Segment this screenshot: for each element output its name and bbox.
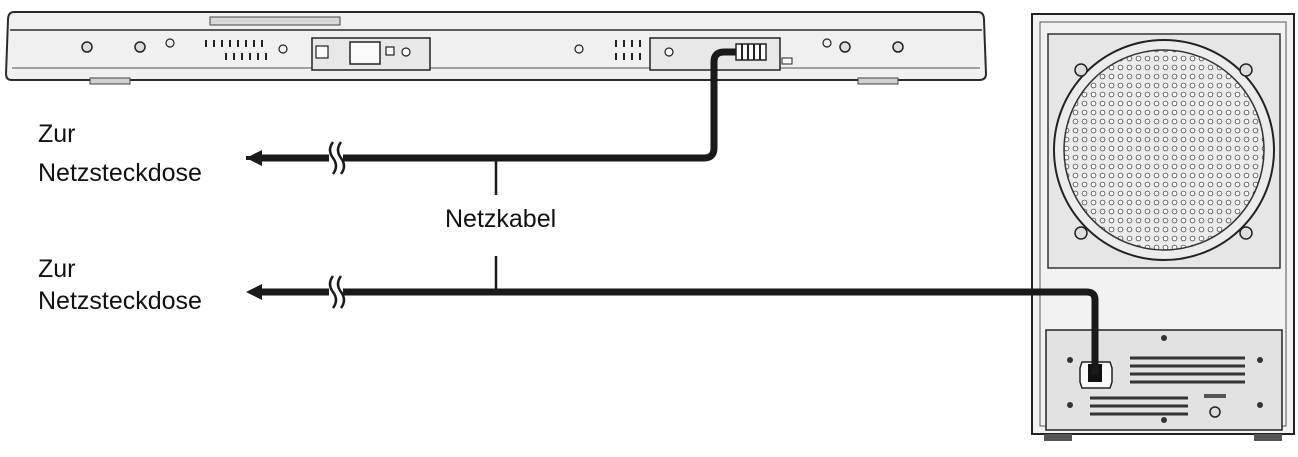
vent-slots xyxy=(205,40,641,60)
outlet-label-top-line1: Zur xyxy=(38,120,76,148)
power-cable-soundbar xyxy=(246,48,736,166)
speaker-grille xyxy=(1053,39,1275,261)
soundbar xyxy=(4,11,988,85)
cable-break-icon xyxy=(328,141,346,309)
screw-icon xyxy=(1074,63,1253,240)
power-cable-subwoofer xyxy=(246,284,1099,375)
screw-icon xyxy=(81,38,904,54)
outlet-label-bottom-line1: Zur xyxy=(38,255,76,283)
soundbar-power-plug xyxy=(735,43,767,61)
outlet-label-bottom-line2: Netzsteckdose xyxy=(38,287,202,315)
power-cable-label: Netzkabel xyxy=(445,205,557,233)
outlet-label-top-line2: Netzsteckdose xyxy=(38,159,202,187)
subwoofer xyxy=(1031,13,1295,441)
